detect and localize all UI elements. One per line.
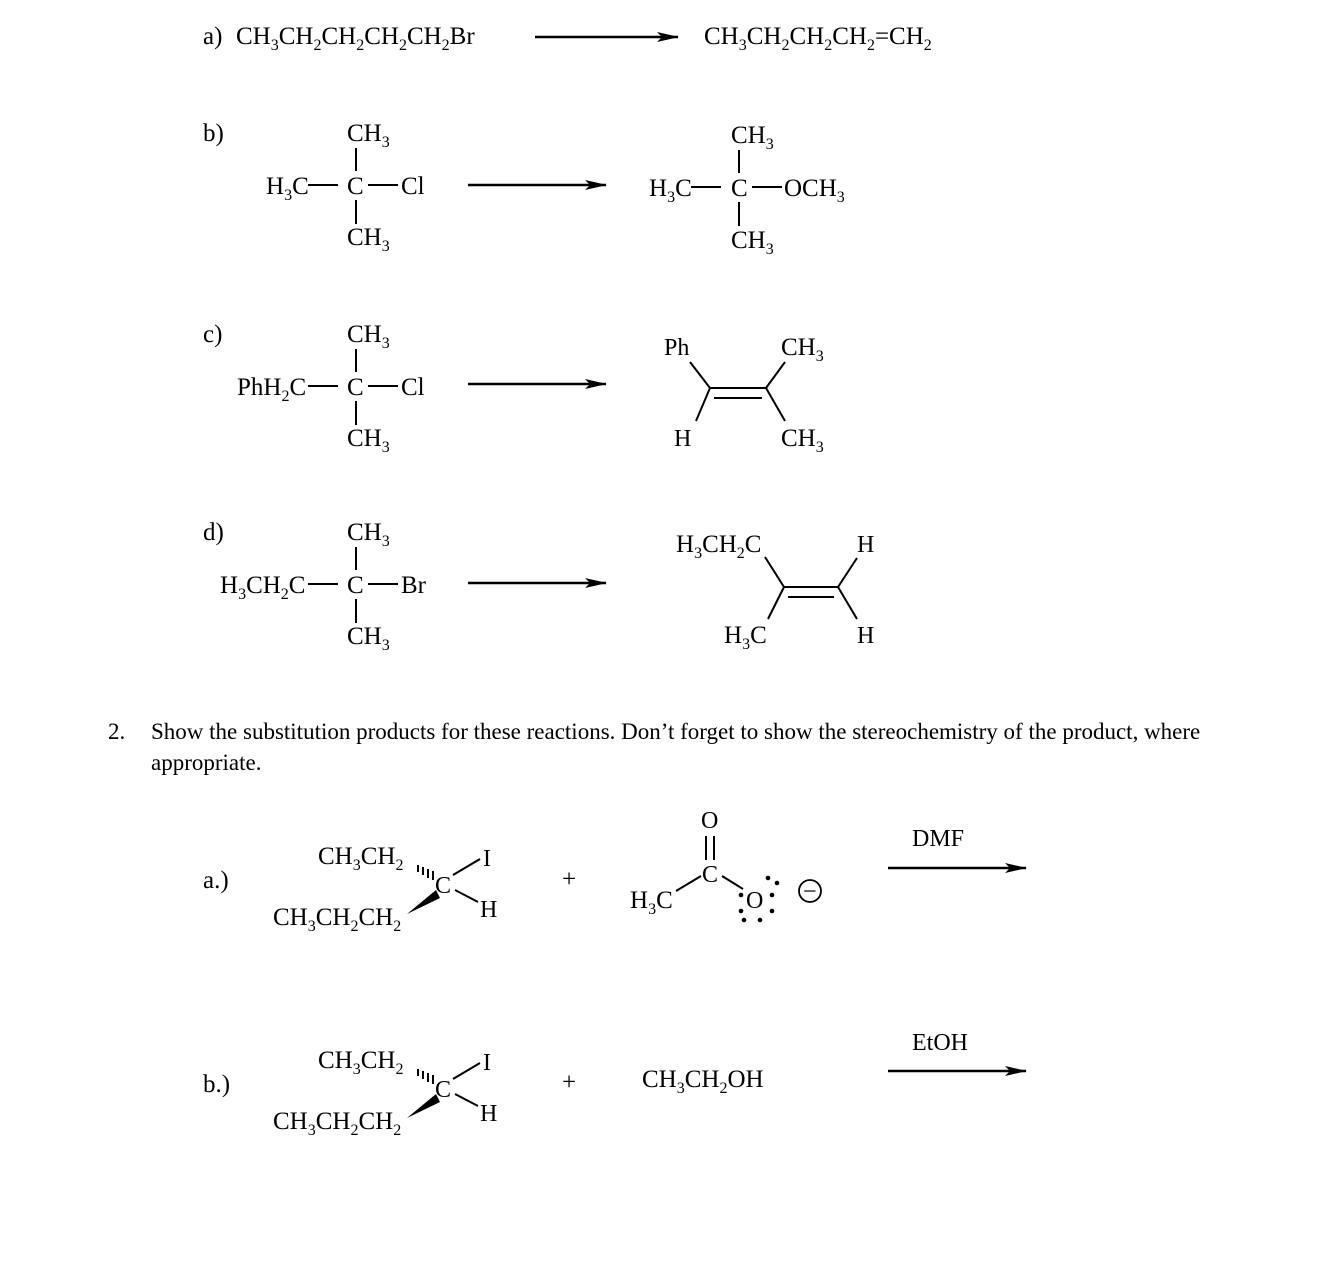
hashed-wedge-bond: [417, 1069, 434, 1084]
solvent-2b: EtOH: [912, 1030, 968, 1056]
bond-me-bottom: [765, 387, 786, 422]
hydrogen: H: [480, 897, 497, 923]
negative-charge-circle: [798, 879, 822, 903]
bond-h: [695, 387, 711, 422]
question-text: Show the substitution products for these…: [151, 719, 1201, 775]
bond-me-top: [765, 361, 786, 389]
bond-ph: [689, 361, 711, 389]
reactant-d-structure: CH3 H3CH2C C Br CH3: [220, 519, 427, 654]
bond-et: [764, 556, 785, 588]
lone-pair-dots: [738, 875, 780, 923]
central-carbon: C: [731, 175, 748, 202]
stereocenter-carbon: C: [435, 1077, 451, 1103]
bond-iodine: [452, 1062, 481, 1080]
bromine: Br: [401, 572, 427, 599]
anionic-oxygen: O: [746, 888, 763, 914]
methyl-left: H3C: [649, 175, 692, 206]
question-number: 2.: [108, 719, 126, 744]
bond-hydrogen: [454, 1093, 479, 1107]
bond-h-bottom: [837, 586, 858, 620]
central-carbon: C: [347, 572, 364, 599]
label-a: a): [203, 23, 222, 50]
methyl-top: CH3: [347, 120, 390, 151]
label-2a: a.): [203, 867, 229, 894]
methyl-bottom-right: CH3: [781, 425, 824, 456]
methyl-bottom: CH3: [347, 224, 390, 255]
product-b-structure: CH3 H3C C OCH3 CH3: [649, 122, 845, 258]
chlorine: Cl: [401, 374, 425, 401]
carbonyl-oxygen: O: [701, 808, 718, 834]
propyl-group: CH3CH2CH2: [273, 904, 401, 935]
bond-methyl: [675, 875, 702, 892]
bond-iodine: [452, 858, 481, 876]
methyl-left: H3C: [266, 173, 309, 204]
ethyl-group: H3CH2C: [220, 572, 305, 603]
hashed-wedge-bond: [417, 865, 434, 880]
phenyl-group: Ph: [664, 335, 689, 361]
reactant-a-formula: CH3CH2CH2CH2CH2Br: [236, 23, 475, 54]
hydrogen: H: [674, 426, 691, 452]
bond-me: [767, 586, 785, 620]
methyl-top-right: CH3: [781, 334, 824, 365]
iodine: I: [483, 846, 491, 872]
question-2-instructions: 2. Show the substitution products for th…: [108, 716, 1218, 778]
central-carbon: C: [347, 374, 364, 401]
solvent-2a: DMF: [912, 826, 964, 852]
benzyl-group: PhH2C: [237, 374, 306, 405]
methyl-bottom: CH3: [731, 227, 774, 258]
bond-hydrogen: [454, 889, 479, 903]
methyl-bottom: CH3: [347, 623, 390, 654]
product-c-alkene: Ph H CH3 CH3: [664, 334, 824, 456]
hydrogen-top: H: [857, 532, 874, 558]
methyl-group: H3C: [724, 622, 767, 653]
methoxy-group: OCH3: [784, 175, 845, 206]
label-b: b): [203, 120, 224, 147]
propyl-group: CH3CH2CH2: [273, 1108, 401, 1139]
substrate-2a: CH3CH2 CH3CH2CH2 C I H: [273, 843, 497, 935]
reactant-c-structure: CH3 PhH2C C Cl CH3: [237, 321, 425, 456]
carbonyl-carbon: C: [702, 862, 718, 888]
product-d-alkene: H3CH2C H3C H H: [676, 531, 874, 653]
methyl-bottom: CH3: [347, 425, 390, 456]
negative-charge-sign: −: [803, 879, 817, 905]
acetate-anion: O C H3C O −: [630, 808, 822, 923]
iodine: I: [483, 1050, 491, 1076]
methyl-top: CH3: [731, 122, 774, 153]
solid-wedge-bond: [407, 890, 440, 914]
hydrogen: H: [480, 1101, 497, 1127]
methyl-top: CH3: [347, 519, 390, 550]
ethanol-formula: CH3CH2OH: [642, 1066, 764, 1097]
bond-h-top: [837, 557, 858, 588]
stereocenter-carbon: C: [435, 873, 451, 899]
methyl-top: CH3: [347, 321, 390, 352]
bond-oxygen: [721, 875, 744, 890]
ethyl-group: H3CH2C: [676, 531, 761, 562]
central-carbon: C: [347, 173, 364, 200]
methyl-group: H3C: [630, 887, 673, 918]
solid-wedge-bond: [407, 1094, 440, 1118]
label-c: c): [203, 321, 222, 348]
plus-sign-2a: +: [562, 866, 576, 893]
plus-sign-2b: +: [562, 1069, 576, 1096]
product-a-formula: CH3CH2CH2CH2=CH2: [704, 23, 932, 54]
label-d: d): [203, 519, 224, 546]
ethyl-group: CH3CH2: [318, 843, 403, 874]
hydrogen-bottom: H: [857, 623, 874, 649]
ethyl-group: CH3CH2: [318, 1047, 403, 1078]
substrate-2b: CH3CH2 CH3CH2CH2 C I H: [273, 1047, 497, 1139]
chlorine: Cl: [401, 173, 425, 200]
label-2b: b.): [203, 1071, 230, 1098]
reactant-b-structure: CH3 H3C C Cl CH3: [266, 120, 425, 255]
